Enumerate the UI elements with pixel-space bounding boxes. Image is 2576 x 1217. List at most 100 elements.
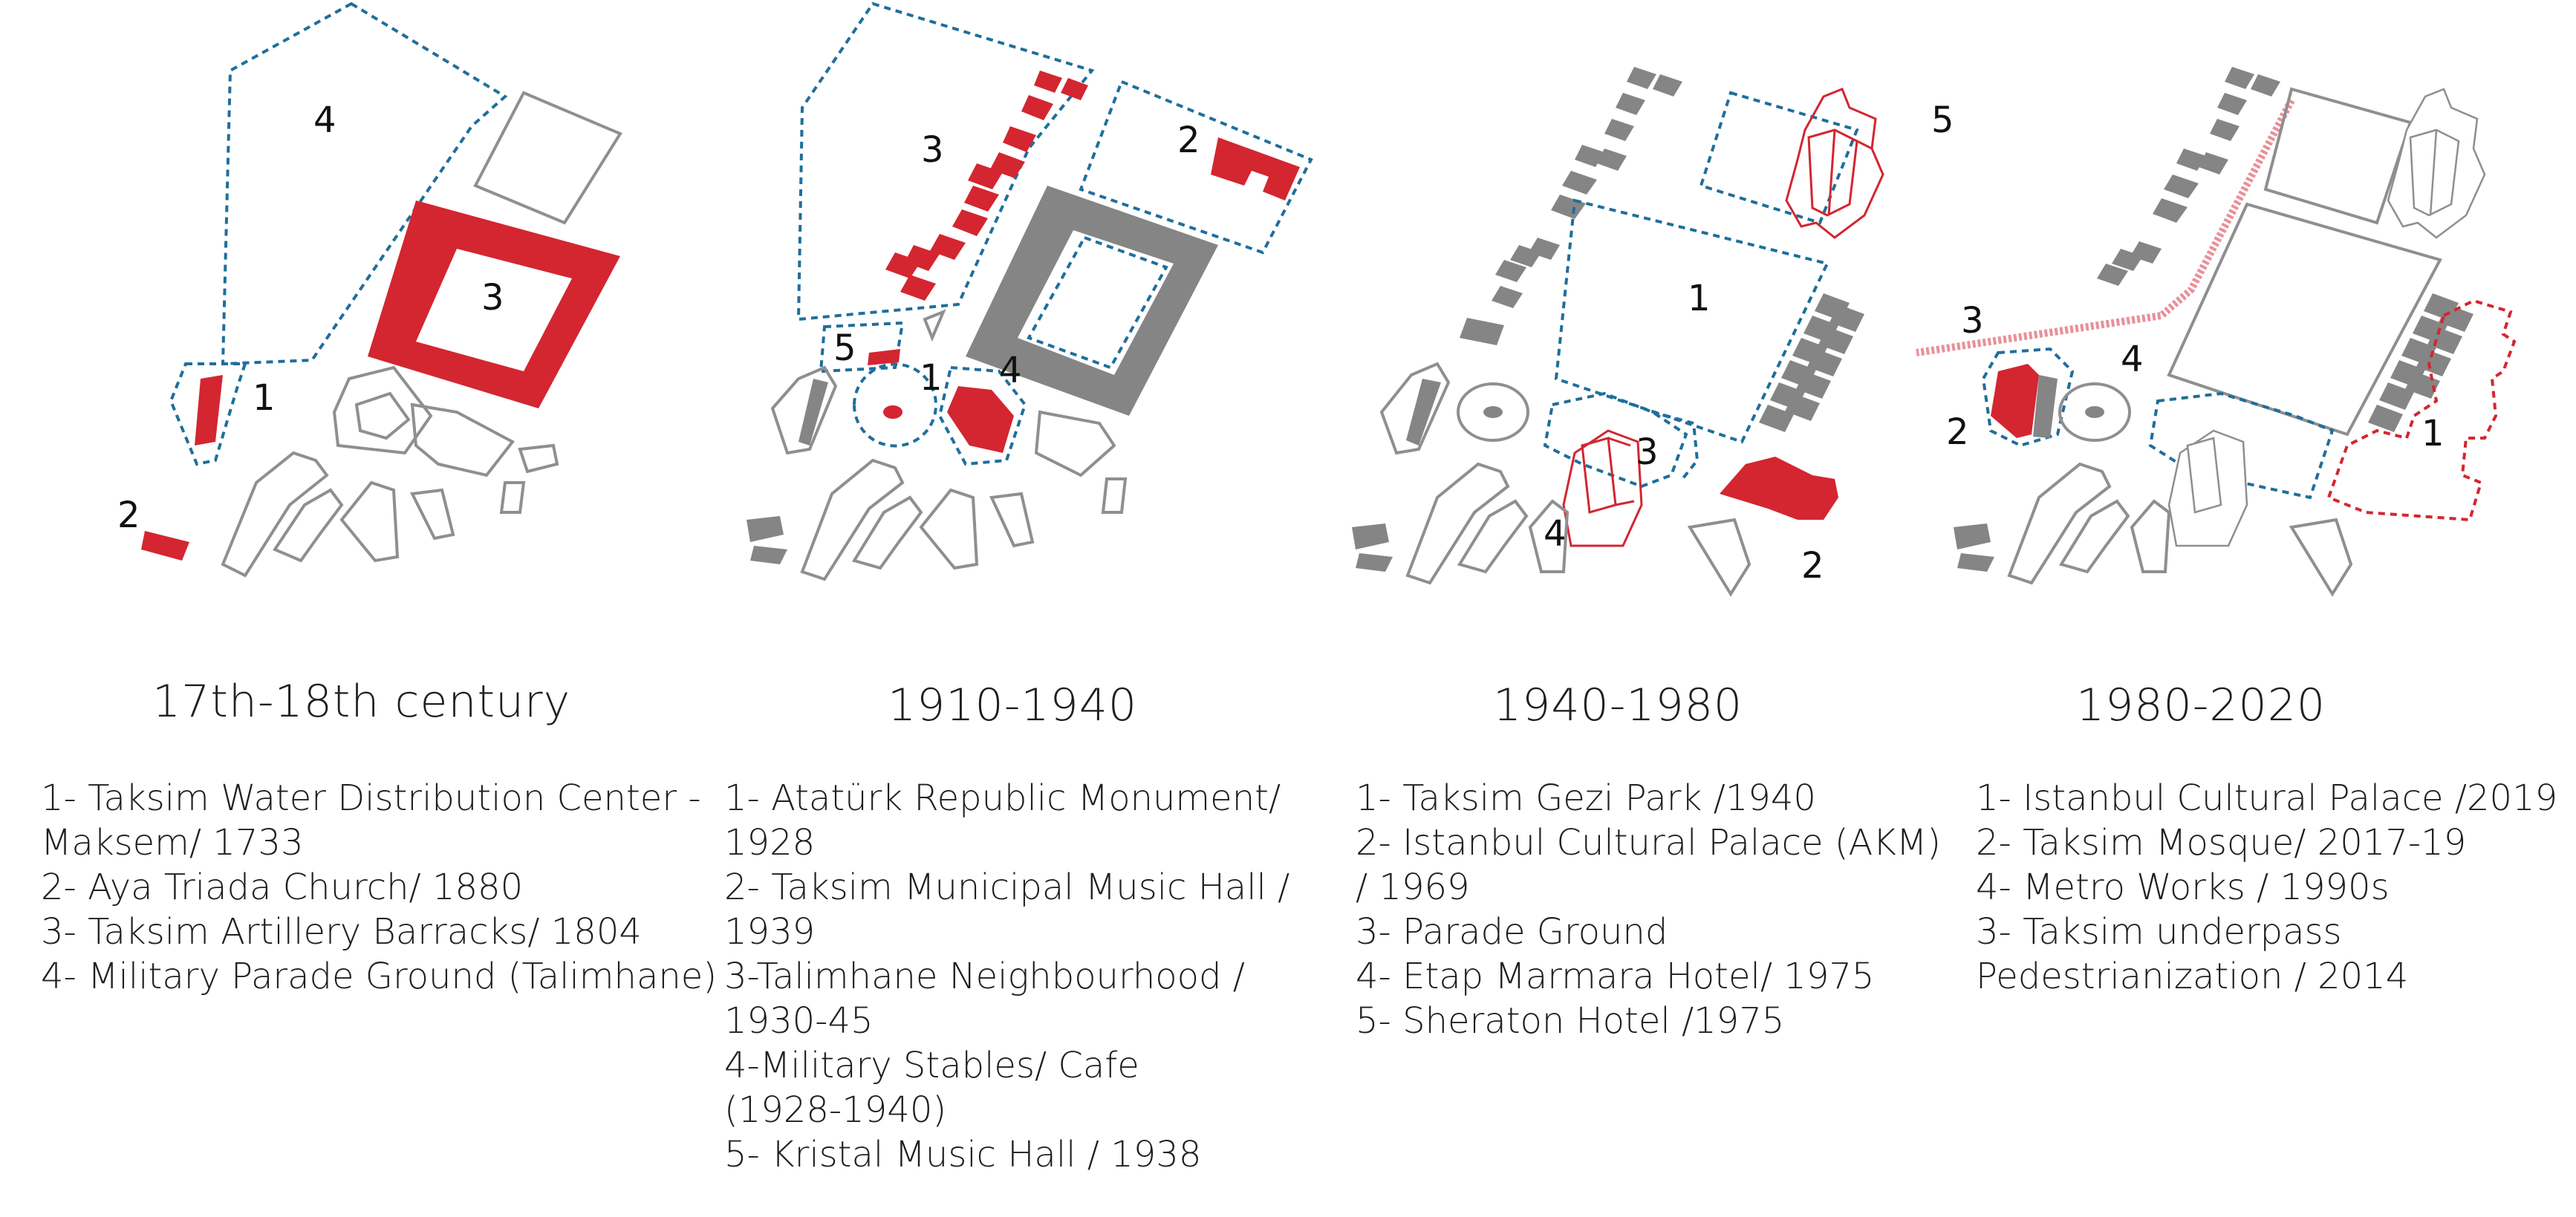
legend-line: 5- Sheraton Hotel /1975 [1356, 1000, 1785, 1042]
legend-line: (1928-1940) [724, 1089, 947, 1131]
maksem-boundary [169, 362, 247, 466]
map-1980-2020: 3 4 2 1 [1916, 67, 2517, 597]
block-outline [499, 481, 526, 514]
marmara-hotel-sketch [2167, 429, 2248, 547]
map-1910-1940: 3 2 5 1 4 [747, 1, 1313, 581]
underpass-boundary [1981, 347, 2075, 448]
legend-line: 2- Taksim Municipal Music Hall / [724, 867, 1290, 908]
street-block-outline [851, 495, 923, 570]
block-outline [2263, 87, 2413, 225]
gezi-park-outline [2167, 202, 2442, 437]
municipal-music-hall [1211, 137, 1300, 200]
legend-17th-18th-century: 1- Taksim Water Distribution Center - Ma… [41, 776, 717, 999]
street-block-outline [221, 451, 329, 578]
map-label: 2 [1946, 411, 1969, 453]
block-outline [1687, 518, 1752, 597]
street-block-outline [273, 488, 344, 563]
monument-area-boundary [853, 362, 937, 448]
artillery-barracks [368, 200, 620, 408]
parade-ground-boundary [221, 1, 508, 366]
map-label: 5 [833, 327, 856, 369]
map-label: 4 [999, 350, 1022, 391]
monument [2085, 406, 2104, 418]
marmara-hotel [1562, 429, 1643, 547]
map-label: 1 [920, 357, 943, 399]
map-label: 3 [1636, 431, 1659, 473]
legend-line: / 1969 [1356, 867, 1470, 908]
era-title-1940-1980: 1940-1980 [1493, 679, 1743, 731]
legend-line: 1- Taksim Gezi Park /1940 [1356, 777, 1816, 819]
street-block-outline [800, 458, 905, 581]
legend-line: Pedestrianization / 2014 [1976, 956, 2409, 997]
street-block-outline [1405, 462, 1510, 585]
legend-line: 1930-45 [724, 1000, 874, 1042]
legend-line: 3- Parade Ground [1356, 911, 1668, 953]
metro-works-boundary [2148, 391, 2335, 500]
maksem-building [195, 375, 223, 446]
talimhane-grey-blocks [1460, 67, 1682, 345]
legend-1940-1980: 1- Taksim Gezi Park /1940 2- Istanbul Cu… [1356, 776, 1941, 1043]
legend-line: 3- Taksim Artillery Barracks/ 1804 [41, 911, 642, 953]
taksim-square-roundabout [2058, 382, 2131, 442]
grey-building [799, 379, 828, 446]
block-outline [332, 365, 433, 455]
street-block-outline [919, 488, 979, 570]
block-outline [1379, 362, 1451, 455]
sheraton-hotel-sketch [2387, 88, 2486, 239]
legend-line: 4- Metro Works / 1990s [1976, 867, 2390, 908]
legend-line: 3- Taksim underpass [1976, 911, 2342, 953]
map-label: 2 [1177, 120, 1200, 161]
taksim-mosque [1991, 364, 2039, 438]
talimhane-grey-blocks [2097, 67, 2280, 286]
block-outline [354, 391, 411, 440]
underpass-pedestrian-route [1916, 98, 2295, 356]
map-17th-18th-century: 4 3 1 2 [117, 1, 622, 578]
map-label: 1 [2421, 413, 2445, 454]
mosque-annex [2033, 375, 2058, 438]
legend-line: 4- Etap Marmara Hotel/ 1975 [1356, 956, 1875, 997]
map-label: 5 [1931, 99, 1954, 141]
era-title-1980-2020: 1980-2020 [2076, 679, 2326, 731]
stables-cafe [947, 386, 1014, 453]
talimhane-blocks [885, 71, 1088, 301]
grey-blocks-east [1759, 293, 1864, 432]
parade-ground-edge [1652, 411, 1700, 480]
block-outline [518, 443, 559, 474]
military-stables-ring [966, 186, 1218, 416]
parade-ground-boundary [1543, 391, 1688, 489]
kristal-music-hall [868, 349, 900, 365]
grey-blocks-east [2368, 293, 2473, 432]
map-1940-1980: 1 5 3 4 2 [1352, 67, 1954, 597]
music-hall-boundary [1079, 79, 1313, 255]
grey-building [747, 516, 784, 542]
map-label: 4 [1544, 513, 1567, 555]
grey-building [1954, 523, 1991, 549]
street-block-outline [2007, 462, 2112, 585]
republic-monument [883, 405, 902, 419]
era-title-1910-1940: 1910-1940 [888, 679, 1138, 731]
era-title-17th-18th-century: 17th-18th century [152, 676, 571, 728]
map-label: 1 [1688, 278, 1711, 319]
legend-line: 1- Istanbul Cultural Palace /2019 [1976, 777, 2558, 819]
legend-line: 3-Talimhane Neighbourhood / [724, 956, 1245, 997]
block-outline [1101, 477, 1128, 514]
map-label: 4 [2121, 339, 2144, 380]
legend-line: 1928 [724, 822, 816, 864]
grey-building [1406, 379, 1441, 446]
inner-field [1027, 235, 1168, 370]
map-label: 1 [253, 377, 276, 419]
map-label: 3 [481, 277, 504, 319]
sheraton-boundary [1699, 91, 1859, 225]
street-block-outline [989, 492, 1035, 548]
legend-line: 1- Atatürk Republic Monument/ [724, 777, 1281, 819]
legend-line: 2- Aya Triada Church/ 1880 [41, 867, 524, 908]
map-label: 4 [313, 99, 336, 141]
legend-1980-2020: 1- Istanbul Cultural Palace /2019 2- Tak… [1976, 776, 2557, 999]
aya-triada-church [141, 531, 189, 561]
legend-line: 1- Taksim Water Distribution Center - [41, 777, 701, 819]
block-outline [770, 365, 838, 455]
map-label: 3 [1961, 300, 1984, 342]
street-block-outline [1457, 499, 1529, 574]
